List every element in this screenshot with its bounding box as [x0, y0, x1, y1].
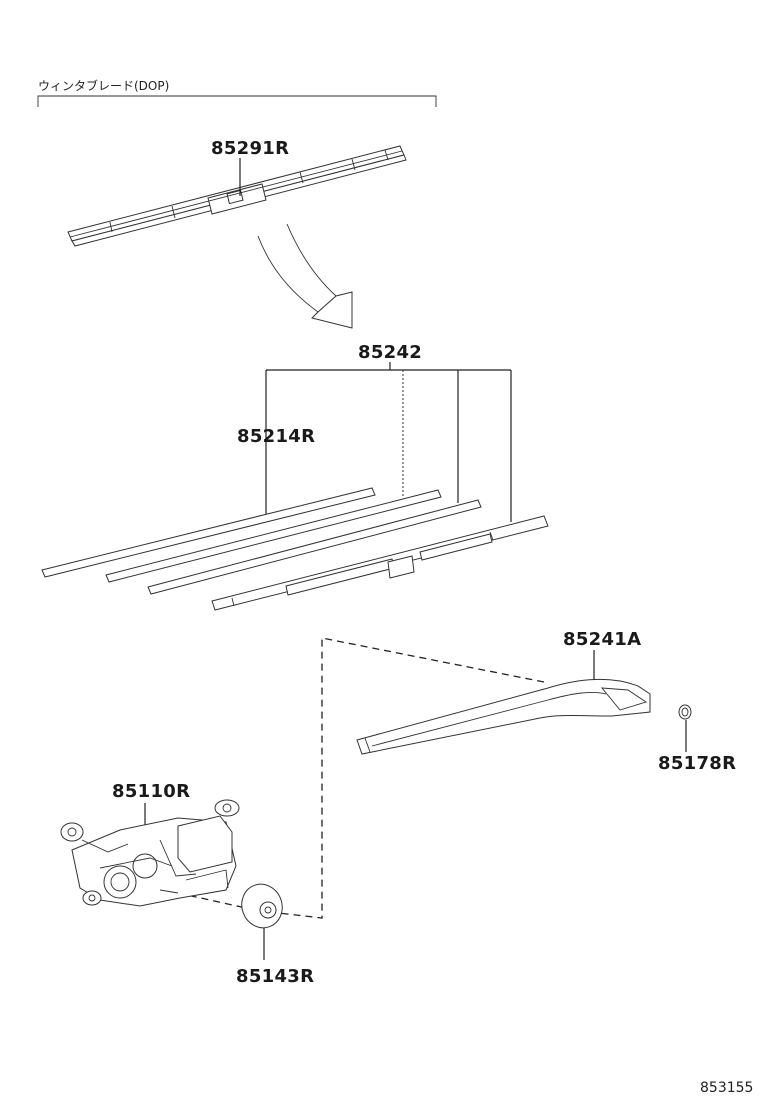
pivot-cap-hole [264, 906, 272, 914]
group-bracket: ウィンタブレード(DOP) [37, 78, 437, 107]
pivot-cap[interactable] [236, 878, 289, 933]
motor-gear-hub [110, 872, 130, 892]
carrier-rail [285, 558, 395, 596]
arrow-head [311, 291, 353, 329]
carrier-clip [387, 555, 415, 579]
arrow-inner-curve [257, 235, 319, 313]
refill-kit-leaders [265, 362, 512, 522]
pivot-connection-line [269, 637, 545, 919]
wiper-motor[interactable] [60, 799, 240, 907]
motor-bracket-edge [159, 839, 197, 877]
carrier-joint [489, 531, 494, 541]
motor-mount-left [60, 822, 84, 842]
refill-strip-2 [105, 489, 442, 583]
part-number-85291r[interactable]: 85291R [211, 138, 289, 159]
part-number-85242[interactable]: 85242 [358, 342, 422, 363]
arm-pivot-head [600, 687, 648, 711]
part-number-85143r[interactable]: 85143R [236, 966, 314, 987]
motor-gear-small [132, 853, 158, 879]
cap-outer [678, 704, 692, 720]
rubber-refill-strip[interactable] [147, 499, 482, 595]
arm-tip [364, 737, 371, 753]
blade-joint [171, 205, 176, 219]
refill-strip-1 [41, 487, 376, 578]
blade-rubber-line [69, 150, 403, 238]
motor-mount-bottom [82, 890, 102, 906]
winter-blade-assembly[interactable] [67, 145, 407, 247]
refill-strip-3 [147, 499, 482, 595]
motor-mount-right [214, 799, 240, 817]
motor-gear [103, 865, 137, 899]
group-bracket-line [37, 95, 437, 107]
motor-housing-seam [99, 857, 173, 869]
rubber-refill-strip[interactable] [41, 487, 376, 578]
group-label: ウィンタブレード(DOP) [38, 78, 169, 93]
blade-joint [109, 221, 113, 233]
carrier-joint [231, 597, 235, 607]
carrier-rail [419, 533, 493, 561]
diagram-code: 853155 [700, 1080, 753, 1096]
cap-inner [681, 707, 689, 717]
wiper-arm[interactable] [356, 679, 651, 755]
rubber-refill-strip[interactable] [105, 489, 442, 583]
motor-shaft [159, 889, 179, 894]
part-number-85214r[interactable]: 85214R [237, 426, 315, 447]
refill-carrier[interactable] [211, 515, 549, 611]
flow-arrow [257, 223, 353, 329]
mount-hole [67, 827, 77, 837]
motor-connector [185, 869, 229, 889]
arrow-outer-curve [286, 223, 337, 297]
blade-joint [351, 158, 356, 171]
mount-hole [88, 894, 96, 902]
blade-joint [299, 171, 304, 184]
arm-edge-line [371, 691, 607, 747]
motor-cylinder [177, 815, 233, 873]
blade-clip-detail [226, 189, 244, 205]
part-number-85241a[interactable]: 85241A [563, 629, 641, 650]
mount-hole [222, 803, 232, 813]
part-number-85110r[interactable]: 85110R [112, 781, 190, 802]
arm-cap[interactable] [678, 704, 692, 720]
motor-linkage [81, 839, 129, 853]
arm-body [356, 679, 651, 755]
pivot-cap-boss [259, 901, 277, 919]
part-number-85178r[interactable]: 85178R [658, 753, 736, 774]
